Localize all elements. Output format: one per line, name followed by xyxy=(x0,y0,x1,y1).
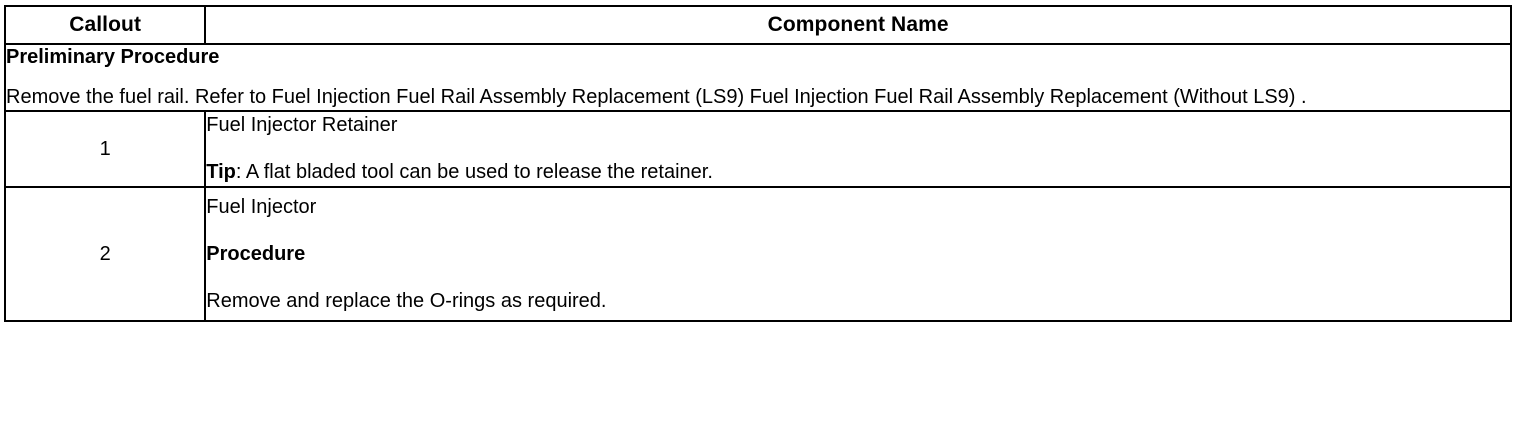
procedure-text-2: Remove and replace the O-rings as requir… xyxy=(206,289,607,312)
procedure-heading-2: Procedure xyxy=(206,242,306,265)
column-header-component-name: Component Name xyxy=(204,5,1512,45)
table-header: Callout Component Name xyxy=(3,5,1512,45)
component-detail-2: Fuel Injector Procedure Remove and repla… xyxy=(204,186,1512,323)
component-name-2: Fuel Injector xyxy=(206,195,317,218)
component-detail-1: Fuel Injector Retainer Tip: A flat blade… xyxy=(204,110,1512,189)
header-row: Callout Component Name xyxy=(3,5,1512,45)
table-body: Preliminary Procedure Remove the fuel ra… xyxy=(3,42,1512,323)
table-row: 2 Fuel Injector Procedure Remove and rep… xyxy=(3,186,1512,323)
preliminary-procedure-body: Remove the fuel rail. Refer to Fuel Inje… xyxy=(6,85,1307,108)
component-tip-1: Tip: A flat bladed tool can be used to r… xyxy=(206,160,1510,185)
component-name-1: Fuel Injector Retainer xyxy=(206,114,398,137)
table-row: 1 Fuel Injector Retainer Tip: A flat bla… xyxy=(3,110,1512,189)
preliminary-procedure-title: Preliminary Procedure xyxy=(6,46,220,68)
column-header-callout: Callout xyxy=(3,5,207,45)
callout-number-1: 1 xyxy=(3,110,207,189)
tip-label: Tip xyxy=(206,161,236,184)
component-callout-table: Callout Component Name Preliminary Proce… xyxy=(3,5,1512,323)
tip-separator: : xyxy=(235,161,246,184)
tip-text: A flat bladed tool can be used to releas… xyxy=(245,161,713,184)
preliminary-procedure-cell: Preliminary Procedure Remove the fuel ra… xyxy=(4,42,1512,113)
callout-number-2: 2 xyxy=(3,186,207,323)
preliminary-procedure-row: Preliminary Procedure Remove the fuel ra… xyxy=(4,42,1512,113)
